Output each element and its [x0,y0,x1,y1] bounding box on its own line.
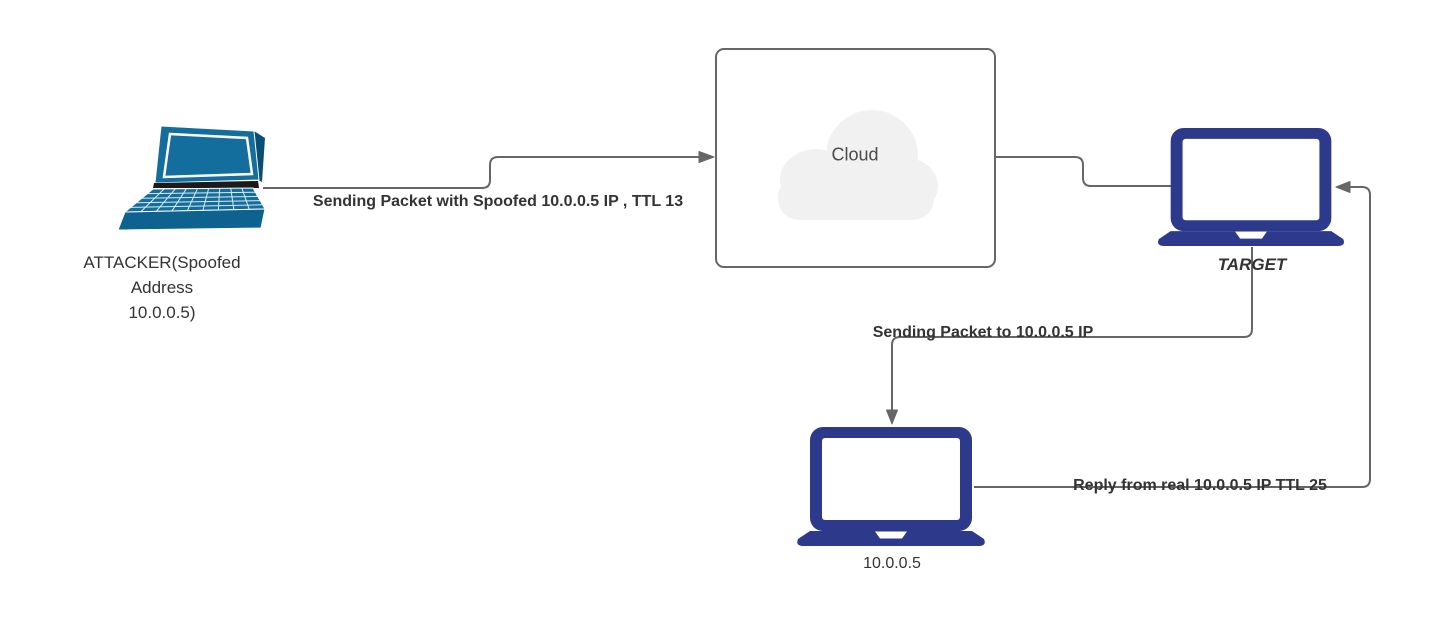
host-laptop-icon [795,427,987,547]
edge-target-to-host [891,247,1253,410]
edge-label-reply-packet: Reply from real 10.0.0.5 IP TTL 25 [1073,477,1327,494]
edge-label-spoofed-packet: Sending Packet with Spoofed 10.0.0.5 IP … [312,193,684,210]
cloud-icon [778,110,938,220]
edge-attacker-to-cloud [263,156,699,189]
target-label: TARGET [1217,255,1287,274]
cloud-node [715,48,996,268]
attacker-label-line2: Address [130,278,194,297]
edge-label-forward-packet: Sending Packet to 10.0.0.5 IP [872,324,1094,341]
attacker-label: ATTACKER(Spoofed Address 10.0.0.5) [83,250,240,325]
cloud-label: Cloud [831,144,879,165]
arrowhead-into-cloud [698,151,715,163]
attacker-label-line3: 10.0.0.5) [128,303,196,322]
edge-host-to-target [974,186,1371,488]
arrowhead-into-host [886,409,898,425]
arrowhead-into-target [1335,181,1351,193]
target-laptop-icon [1155,128,1347,247]
edge-cloud-to-target [996,156,1176,187]
attacker-laptop-icon [108,123,273,235]
attacker-label-line1: ATTACKER(Spoofed [83,253,241,272]
host-label: 10.0.0.5 [863,555,921,572]
